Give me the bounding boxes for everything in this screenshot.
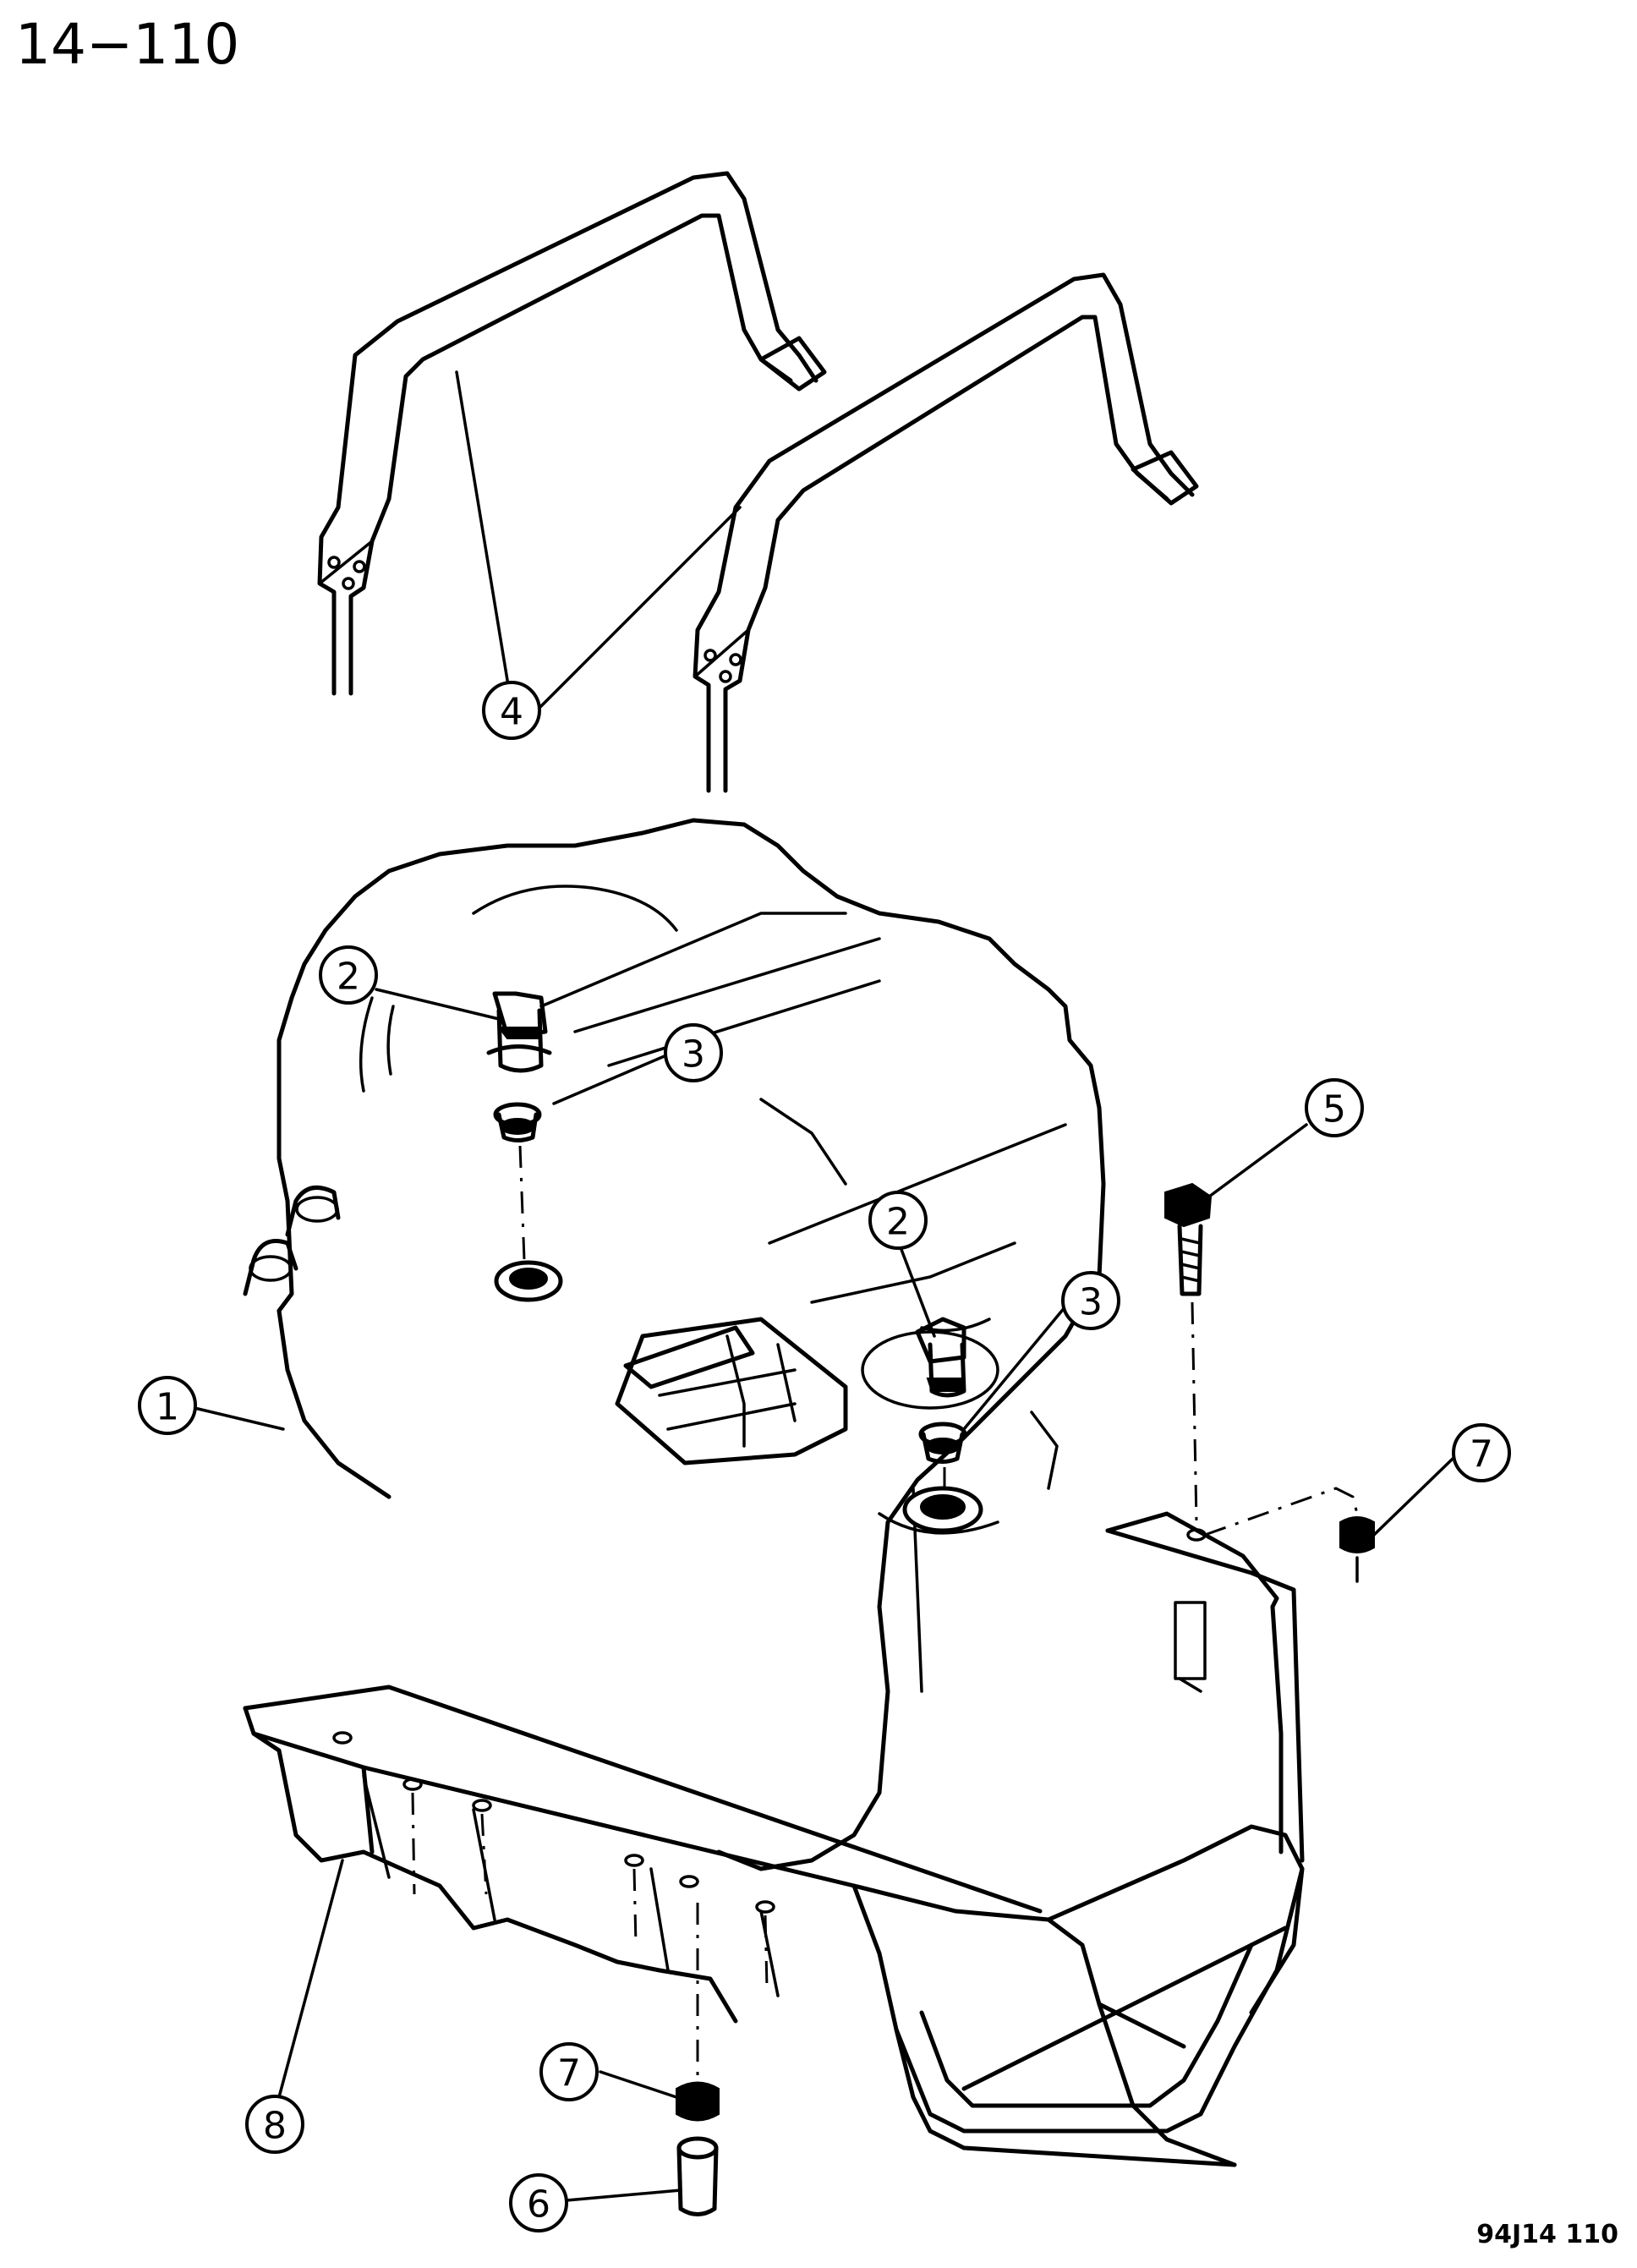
fuel-tank-strap-front [693,272,1199,793]
svg-text:3: 3 [1079,1281,1103,1324]
valve-grommet-2 [918,1422,967,1464]
callout-1: 1 [138,1376,197,1435]
callout-5: 5 [1305,1078,1364,1137]
skid-plate-nut-bottom [676,2081,720,2122]
callout-2-a: 2 [319,945,378,1005]
svg-text:8: 8 [263,2105,287,2148]
svg-text:7: 7 [557,2052,581,2095]
svg-text:6: 6 [527,2183,550,2227]
skid-plate-isolator-sleeve [676,2136,719,2216]
fuel-tank [243,818,1106,1871]
figure-code: 94J14 110 [1476,2220,1618,2249]
svg-text:1: 1 [156,1386,179,1429]
callout-4: 4 [482,681,541,740]
valve-grommet-1 [493,1102,542,1142]
callout-3-a: 3 [664,1023,723,1082]
skid-plate-bolt [1164,1182,1213,1296]
svg-text:2: 2 [337,956,360,999]
callout-7-b: 7 [539,2042,599,2101]
svg-text:5: 5 [1322,1088,1346,1131]
rollover-valve-1 [486,991,552,1073]
callout-3-b: 3 [1061,1271,1120,1330]
fuel-tank-skid-plate [243,1511,1305,2167]
svg-text:7: 7 [1470,1433,1493,1476]
svg-text:2: 2 [886,1201,910,1244]
svg-text:3: 3 [682,1033,705,1076]
callout-6: 6 [509,2173,568,2232]
alignment-centerlines [411,1145,1359,2080]
skid-plate-nut-right [1339,1516,1375,1583]
rollover-valve-2 [915,1317,966,1398]
callout-leaders [193,370,1454,2202]
page-number: 14−110 [15,12,240,77]
callout-7-a: 7 [1452,1423,1511,1482]
callout-2-b: 2 [868,1191,928,1250]
svg-text:4: 4 [500,691,523,734]
fuel-tank-strap-rear [317,171,827,696]
callout-8: 8 [245,2095,304,2154]
